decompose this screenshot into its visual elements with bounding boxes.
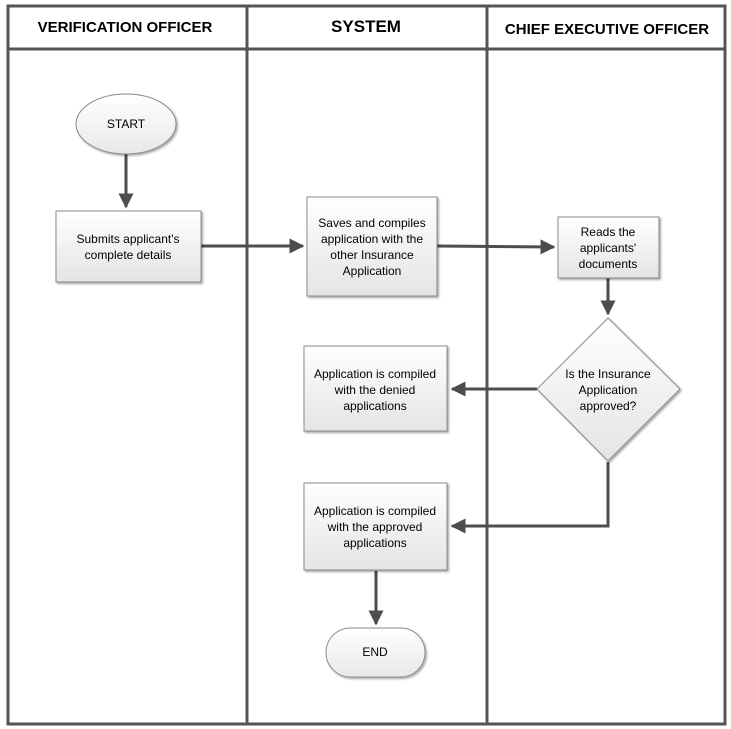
submit-details-line-1: Submits applicant's (76, 232, 179, 246)
decision-line-2: Application (579, 383, 638, 397)
reads-documents-line-3: documents (579, 257, 638, 271)
denied-line-3: applications (343, 399, 406, 413)
reads-documents-box: Reads the applicants' documents (557, 216, 660, 279)
end-label: END (362, 645, 388, 659)
connector-decision-to-approved (450, 462, 610, 534)
save-compile-line-1: Saves and compiles (318, 216, 425, 230)
connectors (118, 153, 616, 626)
denied-applications-box: Application is compiled with the denied … (303, 345, 448, 432)
lane-grid (6, 4, 727, 726)
approved-line-1: Application is compiled (314, 504, 436, 518)
save-compile-box: Saves and compiles application with the … (306, 196, 438, 297)
decision-line-3: approved? (580, 399, 637, 413)
outer-border (6, 4, 727, 726)
approved-applications-box: Application is compiled with the approve… (303, 482, 448, 571)
reads-documents-line-1: Reads the (581, 225, 636, 239)
reads-documents-line-2: applicants' (580, 241, 636, 255)
connector-save-to-reads (436, 239, 556, 255)
submit-details-box: Submits applicant's complete details (55, 210, 202, 283)
save-compile-line-2: application with the (321, 232, 423, 246)
approved-line-3: applications (343, 536, 406, 550)
approval-decision-diamond: Is the Insurance Application approved? (536, 317, 681, 462)
start-label: START (107, 117, 146, 131)
start-terminator: START (75, 93, 177, 155)
save-compile-line-4: Application (343, 264, 402, 278)
lane-title-chief-executive-officer: CHIEF EXECUTIVE OFFICER (505, 21, 709, 38)
denied-line-2: with the denied (334, 383, 416, 397)
approved-line-2: with the approved (327, 520, 423, 534)
decision-line-1: Is the Insurance (565, 367, 651, 381)
lane-title-system: SYSTEM (331, 17, 401, 36)
submit-details-line-2: complete details (85, 248, 172, 262)
save-compile-line-3: other Insurance (330, 248, 414, 262)
lane-title-verification-officer: VERIFICATION OFFICER (38, 19, 213, 36)
end-terminator: END (325, 627, 426, 678)
denied-line-1: Application is compiled (314, 367, 436, 381)
